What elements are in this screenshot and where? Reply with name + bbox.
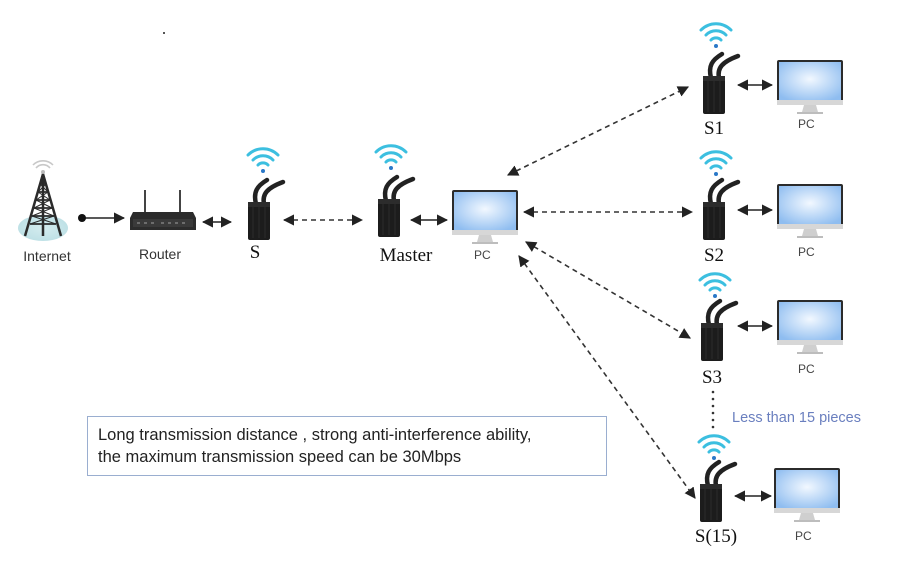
feature-note-line-2: the maximum transmission speed can be 30… — [98, 448, 462, 466]
transmitter-s-icon — [248, 180, 283, 240]
monitor-icon — [452, 190, 518, 244]
connections — [78, 79, 774, 502]
transmitter-s1-icon — [703, 54, 738, 114]
stray-dot — [163, 32, 165, 34]
monitor-icon — [777, 184, 843, 238]
label-s15-pc: PC — [795, 529, 812, 543]
wifi-icon — [699, 150, 733, 178]
transmitter-s3-icon — [701, 301, 736, 361]
link-pc-s15 — [518, 255, 696, 499]
label-s15: S(15) — [694, 526, 738, 547]
link-pc-s3 — [525, 241, 691, 339]
link-internet-origin-dot — [78, 214, 86, 222]
wifi-icon — [699, 22, 733, 50]
wifi-icon — [698, 272, 732, 300]
cell-tower-icon — [18, 160, 68, 241]
feature-note-box: Long transmission distance , strong anti… — [87, 416, 607, 476]
transmitter-master-icon — [378, 177, 413, 237]
monitor-icon — [774, 468, 840, 522]
link-pc-s1 — [506, 86, 690, 176]
label-s2-pc: PC — [798, 245, 815, 259]
transmitter-s15-icon — [700, 462, 735, 522]
monitor-icon — [777, 300, 843, 354]
label-s3-pc: PC — [798, 362, 815, 376]
wifi-icon — [246, 147, 280, 175]
wifi-icon — [697, 434, 731, 462]
label-s3: S3 — [701, 367, 723, 388]
transmitter-s2-icon — [703, 180, 738, 240]
label-router: Router — [138, 246, 182, 262]
label-s: S — [249, 242, 261, 263]
monitor-icon — [777, 60, 843, 114]
feature-note-line-1: Long transmission distance , strong anti… — [98, 426, 532, 444]
label-s1: S1 — [703, 118, 725, 139]
label-internet: Internet — [23, 248, 71, 264]
router-icon — [130, 190, 196, 230]
ellipsis-dots — [711, 390, 715, 429]
wifi-icon — [374, 144, 408, 172]
label-s2: S2 — [703, 245, 725, 266]
label-s1-pc: PC — [798, 117, 815, 131]
label-master: Master — [379, 245, 433, 266]
label-master-pc: PC — [474, 248, 491, 262]
slave-count-note: Less than 15 pieces — [732, 410, 861, 426]
